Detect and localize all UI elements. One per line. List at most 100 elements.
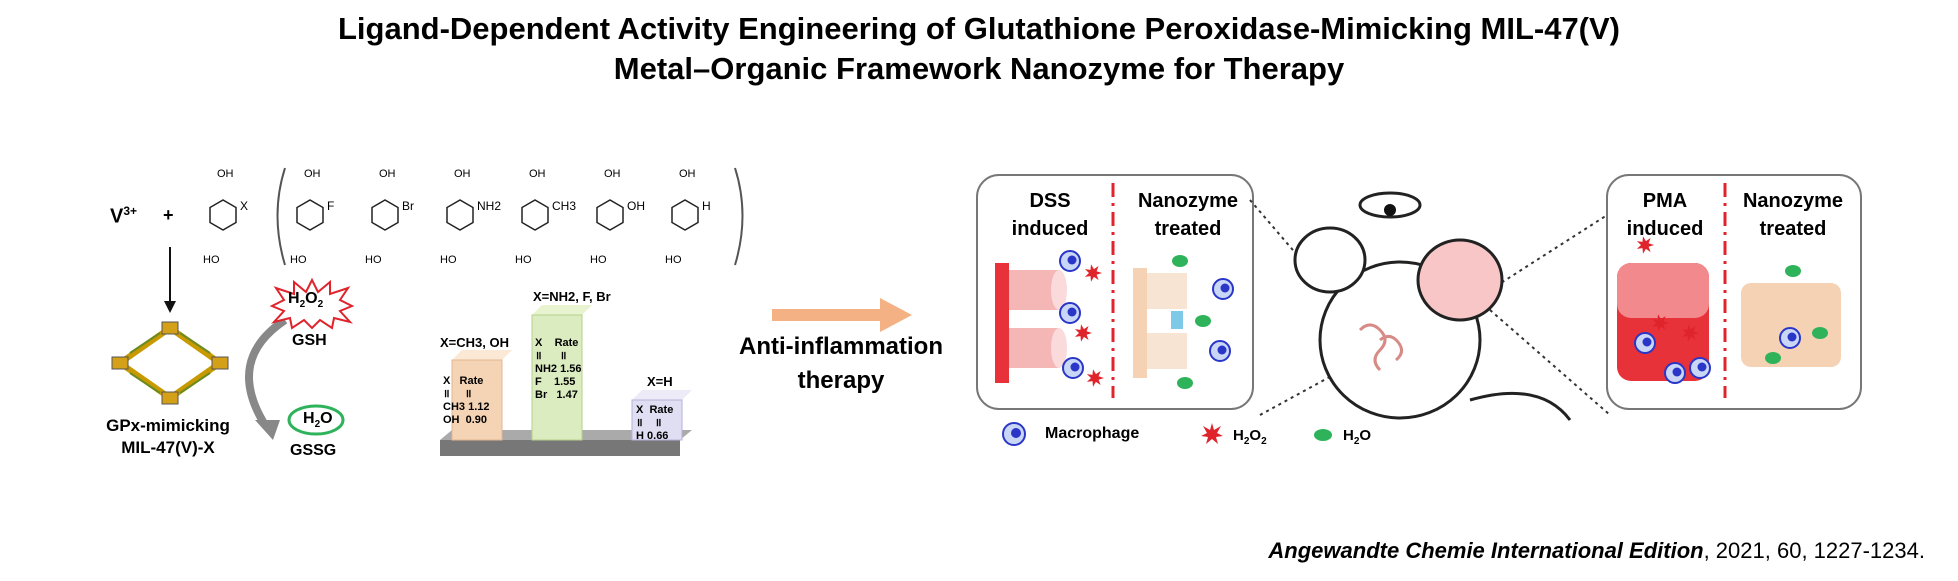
carboxyl-top: OH <box>379 168 396 180</box>
ligand-ring <box>209 199 237 231</box>
title-line-1: Ligand-Dependent Activity Engineering of… <box>337 11 1621 46</box>
pma-left-label-1: PMA <box>1642 190 1688 212</box>
ligand-ring <box>371 199 399 231</box>
table-h: X Rate ॥ ॥ H 0.66 <box>636 404 674 442</box>
activity-chart <box>440 305 692 456</box>
mouse-illustration <box>1249 191 1616 421</box>
ligand-ring <box>296 199 324 231</box>
gssg-label: GSSG <box>290 442 337 459</box>
ligand-ring <box>521 199 549 231</box>
legend-h2o2-icon <box>1201 423 1223 444</box>
header-nh2: X=NH2, F, Br <box>533 289 611 304</box>
block-nh2-f-br <box>531 305 592 441</box>
dss-right-label-1: Nanozyme <box>1137 190 1239 212</box>
nanozyme-label-2: MIL-47(V)-X <box>121 438 215 457</box>
carboxyl-top: OH <box>454 168 471 180</box>
ligand-ring <box>446 199 474 231</box>
citation: Angewandte Chemie International Edition,… <box>1268 538 1925 563</box>
red-tissue <box>995 263 1067 383</box>
gsh-label: GSH <box>292 332 327 349</box>
ligand-substituent: F <box>327 199 334 213</box>
h2o-icon <box>1812 327 1828 339</box>
macrophage-nucleus <box>1672 367 1682 377</box>
block-ch3-oh <box>451 350 512 441</box>
h2o-icon <box>1172 255 1188 267</box>
macrophage-nucleus <box>1067 255 1077 265</box>
header-ch3-oh: X=CH3, OH <box>440 335 509 350</box>
h2o-label: H2O <box>303 410 333 431</box>
header-h: X=H <box>647 374 673 389</box>
carboxyl-bottom: HO <box>290 254 307 266</box>
macrophage-nucleus <box>1697 362 1707 372</box>
pma-right-label-2: treated <box>1759 218 1827 240</box>
carboxyl-bottom: HO <box>203 254 220 266</box>
h2o-icon <box>1785 265 1801 277</box>
mof-framework-icon <box>111 321 229 405</box>
pma-right-label-1: Nanozyme <box>1742 190 1844 212</box>
healed-tissue <box>1133 268 1187 378</box>
ligand-substituent: CH3 <box>552 199 576 213</box>
carboxyl-top: OH <box>679 168 696 180</box>
metal-ion-label: V3+ <box>110 204 138 228</box>
legend-macrophage-label: Macrophage <box>1045 425 1140 442</box>
synthesis-arrow <box>164 247 176 313</box>
nanozyme-label-1: GPx-mimicking <box>106 416 230 435</box>
carboxyl-bottom: HO <box>365 254 382 266</box>
pma-left-label-2: induced <box>1626 218 1704 240</box>
h2o2-burst-icon <box>270 278 354 330</box>
bracket-right <box>734 167 744 266</box>
h2o2-icon <box>1681 324 1699 342</box>
h2o-icon <box>1177 377 1193 389</box>
legend-h2o-icon <box>1314 429 1332 441</box>
title-line-2: Metal–Organic Framework Nanozyme for The… <box>613 51 1345 86</box>
carboxyl-top: OH <box>304 168 321 180</box>
ligand-substituent: H <box>702 199 711 213</box>
ligand-substituent: NH2 <box>477 199 501 213</box>
carboxyl-top: OH <box>604 168 621 180</box>
carboxyl-top: OH <box>217 168 234 180</box>
ligand-substituent: OH <box>627 199 645 213</box>
legend-h2o-label: H2O <box>1343 427 1372 447</box>
pma-panel <box>1606 174 1862 410</box>
table-nh2: X Rate ॥ ॥ NH2 1.56 F 1.55 Br 1.47 <box>535 337 582 401</box>
ligand-substituent: X <box>240 199 248 213</box>
carboxyl-bottom: HO <box>515 254 532 266</box>
h2o2-icon <box>1651 314 1669 332</box>
carboxyl-bottom: HO <box>590 254 607 266</box>
dss-panel <box>976 174 1254 410</box>
macrophage-nucleus <box>1787 332 1797 342</box>
macrophage-nucleus <box>1217 345 1227 355</box>
bracket-left <box>276 167 286 266</box>
ligand-structures: OH HO X OH HO F OH HO Br OH HO NH2 OH HO CH3 OH HO OH OH HO… <box>203 167 744 266</box>
h2o-icon <box>1765 352 1781 364</box>
plus-sign: + <box>163 205 174 225</box>
dss-left-label-2: induced <box>1011 218 1089 240</box>
ligand-ring <box>596 199 624 231</box>
macrophage-nucleus <box>1220 283 1230 293</box>
therapy-arrow <box>772 298 912 332</box>
catalytic-cycle <box>245 316 288 440</box>
macrophage-nucleus <box>1642 337 1652 347</box>
macrophage-nucleus <box>1067 307 1077 317</box>
table-ch3-oh: X Rate ॥ ॥ CH3 1.12 OH 0.90 <box>443 375 490 426</box>
carboxyl-bottom: HO <box>440 254 457 266</box>
macrophage-nucleus <box>1070 362 1080 372</box>
therapy-label-2: therapy <box>797 367 885 394</box>
ligand-ring <box>671 199 699 231</box>
legend-h2o2-label: H2O2 <box>1233 427 1267 447</box>
h2o2-icon <box>1636 236 1654 254</box>
h2o2-icon <box>1086 369 1104 387</box>
h2o-oval-icon <box>287 404 345 436</box>
h2o2-icon <box>1084 264 1102 282</box>
carboxyl-bottom: HO <box>665 254 682 266</box>
block-h <box>631 390 692 441</box>
dss-right-label-2: treated <box>1154 218 1222 240</box>
ligand-substituent: Br <box>402 199 414 213</box>
therapy-label-1: Anti-inflammation <box>739 333 943 360</box>
h2o2-label: H2O2 <box>288 290 324 311</box>
dss-left-label-1: DSS <box>1029 190 1071 212</box>
legend-macrophage-icon <box>1002 422 1026 446</box>
h2o2-icon <box>1074 324 1092 342</box>
h2o-icon <box>1195 315 1211 327</box>
carboxyl-top: OH <box>529 168 546 180</box>
